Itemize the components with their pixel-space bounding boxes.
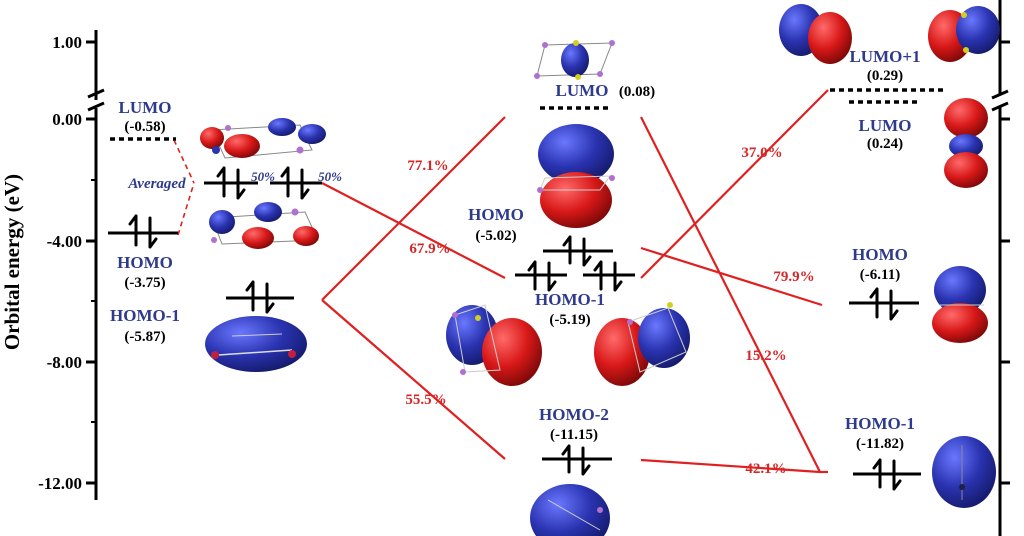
corr-left-homo1-mid-lumo — [321, 116, 506, 301]
left-split-spin-a-icon — [216, 166, 246, 200]
pct-79-9: 79.9% — [773, 269, 814, 285]
right-homo1-orbital-image — [932, 436, 996, 508]
tick-label-minus12: -12.00 — [38, 474, 82, 493]
mid-homo1-spin-b-icon — [593, 260, 623, 292]
mid-homo2-spin-pair-icon — [561, 444, 591, 476]
split-pct-b: 50% — [318, 169, 342, 184]
right-lumo1-orbital-right-image — [928, 6, 1000, 62]
corr-mid-lumo-right-homo1 — [640, 116, 821, 473]
corr-mid-homo1-right-lumo1 — [640, 89, 829, 279]
corr-mid-homo2-right-homo1 — [640, 458, 821, 474]
right-lumo1-label: LUMO+1 — [849, 47, 920, 66]
y-axis-right — [991, 0, 1010, 536]
pct-42-1: 42.1% — [745, 461, 786, 477]
mid-homo-value: (-5.02) — [475, 228, 516, 244]
tick-label-minus8: -8.00 — [47, 353, 82, 372]
left-lumo-label: LUMO — [119, 98, 172, 117]
y-axis-title: Orbital energy (eV) — [0, 174, 24, 350]
averaged-dash-bottom — [177, 182, 195, 236]
mid-lumo-orbital-image — [534, 40, 615, 80]
mid-homo-label: HOMO — [468, 205, 524, 224]
left-homo1-value: (-5.87) — [124, 329, 165, 345]
mid-homo1-value: (-5.19) — [549, 312, 590, 328]
percent-labels: 77.1% 67.9% 55.5% 37.0% 79.9% 15.2% 42.1… — [405, 145, 814, 477]
right-lumo-value: (0.24) — [867, 136, 903, 152]
left-lumo-value: (-0.58) — [124, 119, 165, 135]
right-lumo-label: LUMO — [859, 116, 912, 135]
mid-homo1-spin-a-icon — [527, 260, 557, 292]
right-homo-spin-pair-icon — [869, 287, 899, 321]
pct-77-1: 77.1% — [407, 158, 448, 174]
left-homo-label: HOMO — [117, 253, 173, 272]
left-orbital-homo1-image — [205, 316, 307, 372]
left-orbital-upper-image — [200, 118, 326, 159]
right-homo1-label: HOMO-1 — [845, 414, 915, 433]
tick-label-1: 1.00 — [52, 33, 82, 52]
left-orbital-lower-image — [209, 202, 319, 249]
corr-mid-homo-right-homo — [640, 246, 823, 307]
corr-left-homo1-mid-homo2 — [321, 299, 506, 460]
pct-15-2: 15.2% — [745, 348, 786, 364]
mid-homo1-label: HOMO-1 — [535, 290, 605, 309]
left-column: LUMO (-0.58) Averaged HOMO (-3.75) HOMO-… — [108, 98, 342, 372]
mid-homo2-label: HOMO-2 — [539, 405, 609, 424]
left-homo-spin-pair-icon — [128, 214, 158, 249]
mid-homo1-orbital-right-image — [594, 302, 690, 386]
right-homo1-spin-pair-icon — [872, 458, 902, 491]
right-lumo1-orbital-left-image — [779, 4, 852, 64]
averaged-dash-top — [173, 139, 195, 184]
right-lumo-orbital-image — [944, 98, 988, 188]
y-axis — [86, 30, 105, 500]
averaged-label: Averaged — [127, 176, 186, 192]
pct-55-5: 55.5% — [405, 392, 446, 408]
corr-left-homo-mid-homo1 — [321, 182, 506, 279]
left-homo1-label: HOMO-1 — [110, 306, 180, 325]
left-split-spin-b-icon — [280, 166, 310, 200]
right-homo1-value: (-11.82) — [856, 436, 904, 452]
mid-lumo-label: LUMO — [556, 81, 609, 100]
mid-homo1-orbital-left-image — [446, 304, 542, 386]
right-homo-label: HOMO — [852, 245, 908, 264]
mid-homo-spin-pair-icon — [562, 235, 592, 267]
mid-lumo-value: (0.08) — [619, 84, 655, 100]
split-pct-a: 50% — [251, 169, 275, 184]
tick-label-minus4: -4.00 — [47, 232, 82, 251]
right-homo-orbital-image — [932, 266, 988, 343]
middle-column: LUMO (0.08) HOMO (-5.02) HOMO-1 (-5.19) — [446, 40, 690, 536]
axis-break-left-2 — [87, 101, 105, 112]
right-homo-value: (-6.11) — [860, 267, 900, 283]
left-homo-value: (-3.75) — [124, 275, 165, 291]
pct-37-0: 37.0% — [741, 145, 782, 161]
axis-break-left — [87, 88, 105, 99]
tick-label-0: 0.00 — [52, 110, 82, 129]
mid-homo2-value: (-11.15) — [550, 427, 598, 443]
mid-homo2-orbital-image — [530, 484, 610, 536]
mid-homo-orbital-image — [537, 124, 615, 228]
pct-67-9: 67.9% — [409, 241, 450, 257]
correlation-lines — [173, 89, 829, 474]
right-lumo1-value: (0.29) — [867, 68, 903, 84]
left-homo1-spin-pair-icon — [245, 280, 275, 314]
right-column: LUMO+1 (0.29) LUMO (0.24) HOMO (-6.11) H… — [779, 4, 1000, 508]
